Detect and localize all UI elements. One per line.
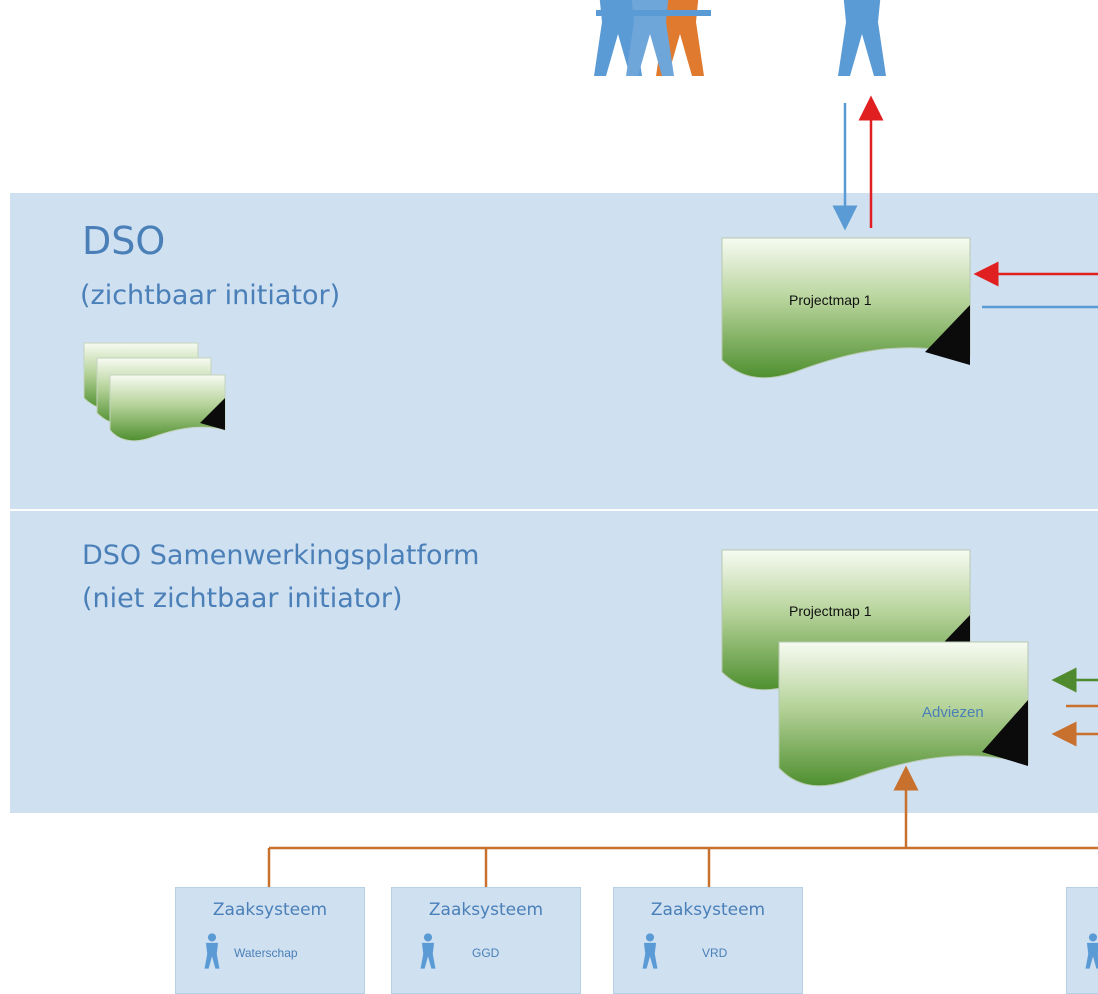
zaaksysteem-org: VRD xyxy=(702,946,728,960)
stacked-documents-icon xyxy=(83,342,226,442)
zaaksysteem-title: Zaaksysteem xyxy=(428,900,544,920)
initiators-group-icon xyxy=(594,0,711,76)
platform-subtitle: (niet zichtbaar initiator) xyxy=(82,583,403,614)
dso-projectmap-label: Projectmap 1 xyxy=(789,292,872,308)
platform-title: DSO Samenwerkingsplatform xyxy=(82,540,480,571)
zaaksysteem-vrd: Zaaksysteem VRD xyxy=(613,887,803,994)
person-icon xyxy=(420,933,436,969)
adviezen-doc xyxy=(778,641,1029,787)
initiator-person-icon xyxy=(838,0,886,76)
zaaksysteem-waterschap: Zaaksysteem Waterschap xyxy=(175,887,365,994)
zaaksysteem-org: Waterschap xyxy=(234,946,298,960)
zaaksysteem-org: GGD xyxy=(472,946,500,960)
platform-projectmap-label: Projectmap 1 xyxy=(789,603,872,619)
dso-projectmap-doc xyxy=(721,237,971,379)
zaaksysteem-connector xyxy=(267,765,1098,887)
zaaksysteem-title: Zaaksysteem xyxy=(212,900,328,920)
zaaksysteem-title: Zaaksysteem xyxy=(650,900,766,920)
dso-subtitle: (zichtbaar initiator) xyxy=(80,280,341,311)
person-icon xyxy=(1085,933,1098,969)
adviezen-label: Adviezen xyxy=(922,704,984,721)
zaaksysteem-partial xyxy=(1066,887,1098,994)
person-icon xyxy=(642,933,658,969)
dso-title: DSO xyxy=(82,219,166,263)
person-icon xyxy=(204,933,220,969)
zaaksysteem-ggd: Zaaksysteem GGD xyxy=(391,887,581,994)
